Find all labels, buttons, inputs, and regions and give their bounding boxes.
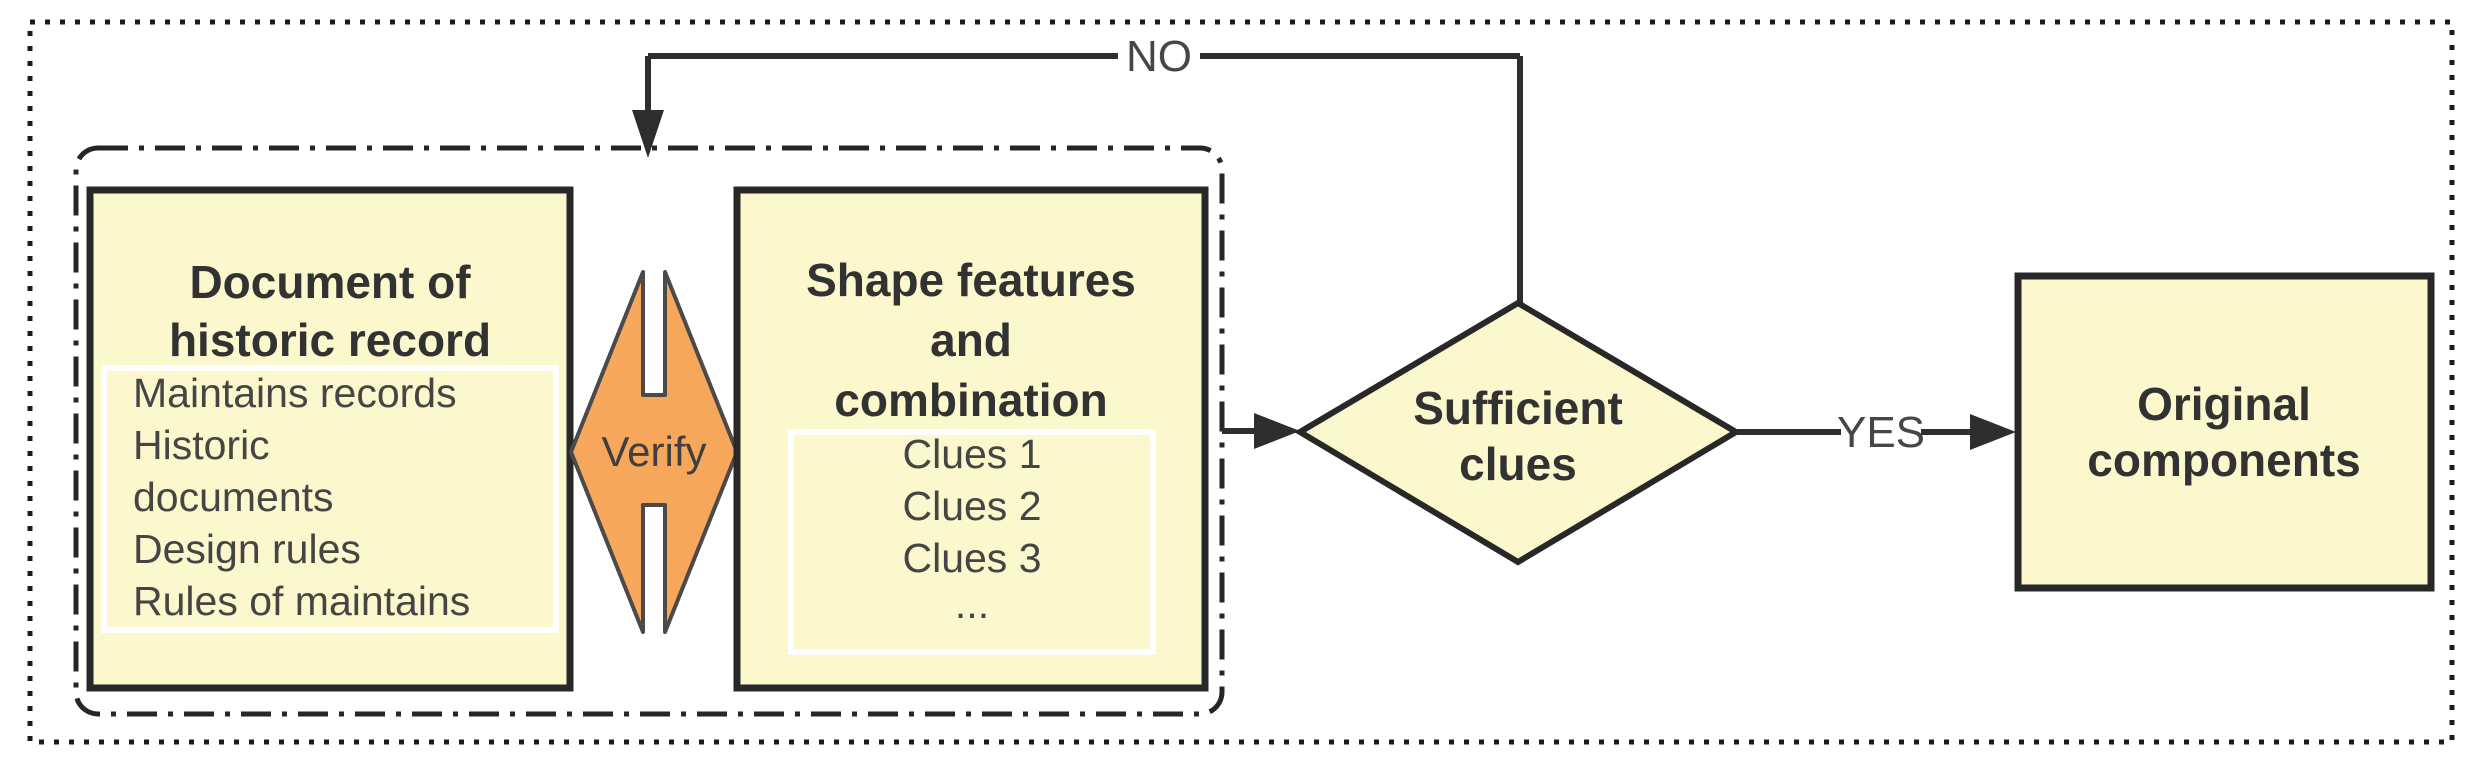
original-components-line2: components xyxy=(2087,434,2360,486)
document-box-title-line1: Document of xyxy=(189,256,471,308)
no-feedback-route: NO xyxy=(632,32,1523,303)
yes-route: YES xyxy=(1736,408,2016,457)
group-arrowhead-icon xyxy=(1254,413,1300,449)
clue-line-ellipsis: ... xyxy=(955,581,989,627)
yes-arrowhead-icon xyxy=(1970,414,2016,450)
features-box-inner-panel xyxy=(788,429,1156,655)
document-list-line2: Historic xyxy=(133,422,270,468)
features-box: Shape features and combination Clues 1 C… xyxy=(733,186,1209,692)
document-list-line4: Design rules xyxy=(133,526,361,572)
document-list-line5: Rules of maintains xyxy=(133,578,470,624)
features-box-title-line2: and xyxy=(930,314,1012,366)
verify-connector: Verify xyxy=(569,270,739,634)
document-list-line3: documents xyxy=(133,474,334,520)
group-to-decision-arrow xyxy=(1222,413,1300,449)
decision-diamond: Sufficient clues xyxy=(1294,299,1742,566)
features-box-rect xyxy=(733,186,1209,692)
original-components-line1: Original xyxy=(2137,378,2311,430)
document-box-title-line2: historic record xyxy=(169,314,491,366)
no-arrowhead-icon xyxy=(632,110,664,158)
decision-label-line2: clues xyxy=(1459,438,1577,490)
verify-diamond-icon xyxy=(569,270,739,634)
features-box-title-line1: Shape features xyxy=(806,254,1136,306)
document-box-inner-panel xyxy=(101,365,559,633)
decision-label-line1: Sufficient xyxy=(1413,382,1623,434)
features-box-title-line3: combination xyxy=(834,374,1107,426)
document-list-line1: Maintains records xyxy=(133,370,457,416)
outer-dotted-border xyxy=(27,19,2455,745)
verify-label: Verify xyxy=(601,428,706,475)
document-box: Document of historic record Maintains re… xyxy=(86,186,574,692)
no-label: NO xyxy=(1126,32,1192,81)
original-components-rect xyxy=(2014,272,2435,592)
yes-label: YES xyxy=(1837,408,1925,457)
document-box-rect xyxy=(86,186,574,692)
clue-line3: Clues 3 xyxy=(902,535,1041,581)
clue-line1: Clues 1 xyxy=(902,431,1041,477)
clue-line2: Clues 2 xyxy=(902,483,1041,529)
original-components-box: Original components xyxy=(2014,272,2435,592)
